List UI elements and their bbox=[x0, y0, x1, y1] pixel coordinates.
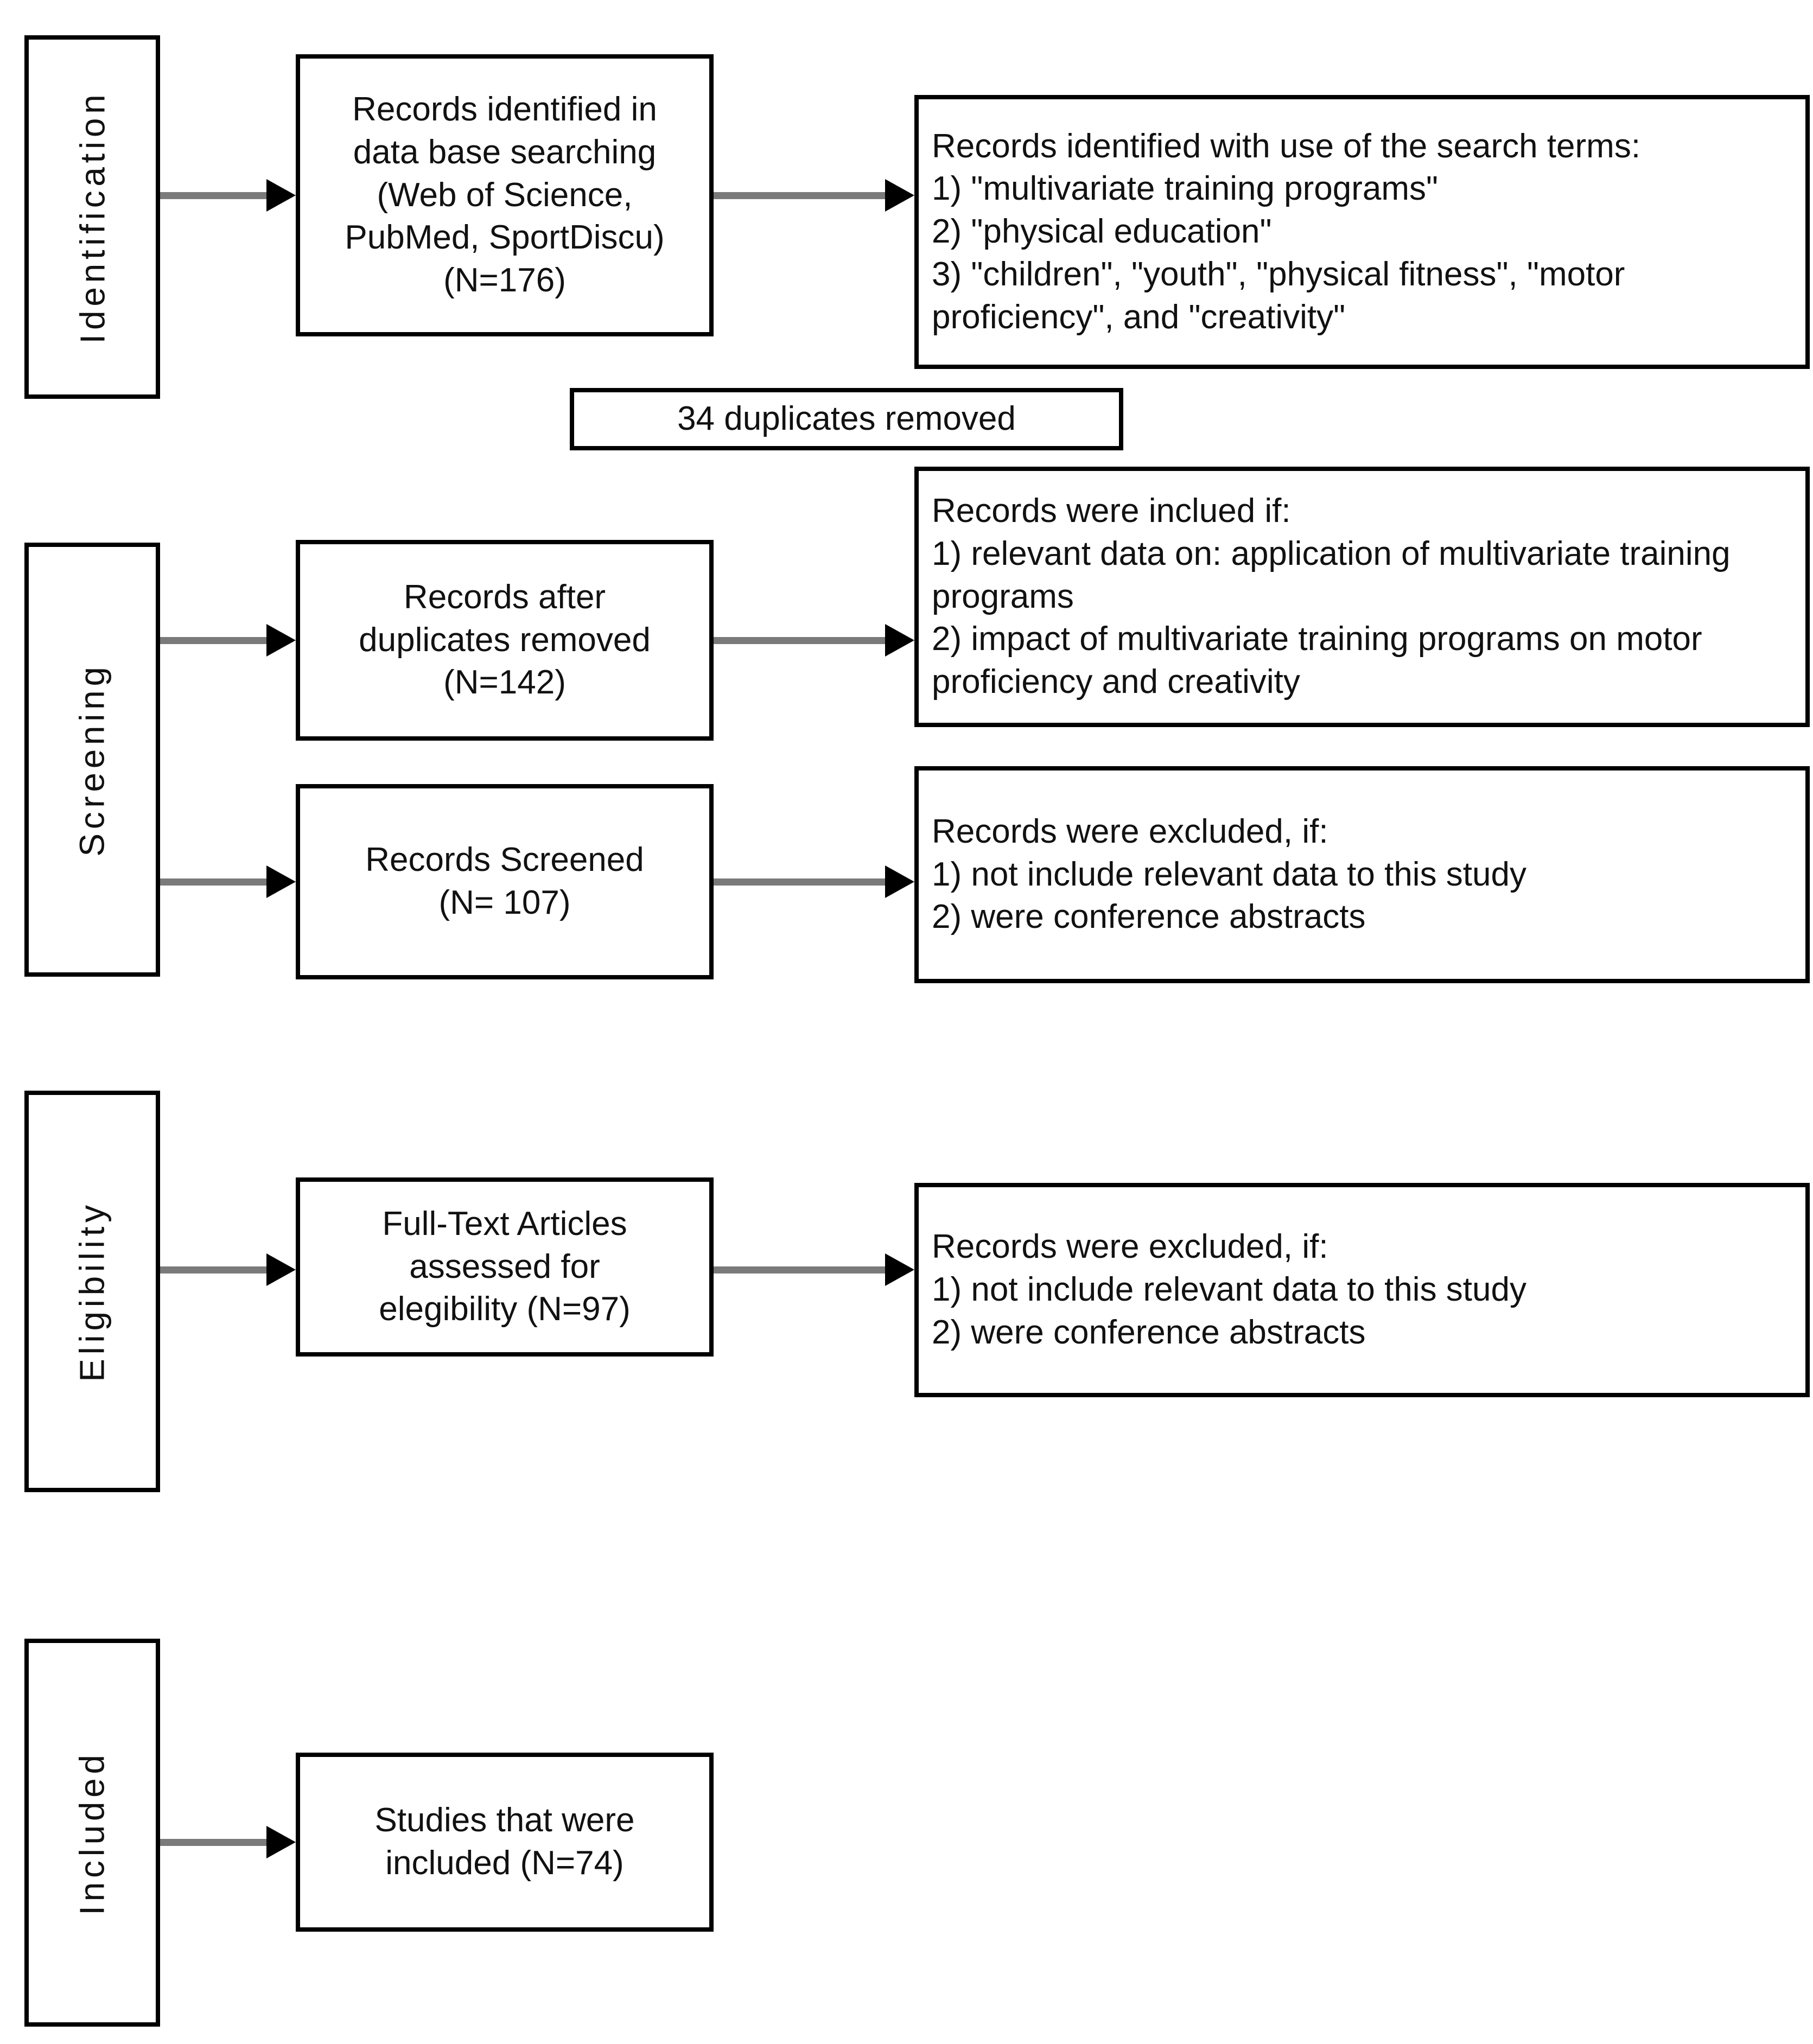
text-line: Studies that were bbox=[374, 1801, 635, 1839]
stage-identification: Identification bbox=[24, 35, 160, 399]
box-records-screened: Records Screened (N= 107) bbox=[296, 784, 714, 979]
stage-included-label: Included bbox=[73, 1750, 112, 1915]
arrow-head-icon bbox=[885, 1253, 914, 1286]
text-line: (N= 107) bbox=[438, 884, 571, 921]
box-inclusion-criteria: Records were inclued if: 1) relevant data… bbox=[914, 467, 1810, 727]
text-line: (N=176) bbox=[443, 262, 566, 300]
text-line: 2) "physical education" bbox=[932, 213, 1272, 251]
arrow-head-icon bbox=[266, 179, 296, 212]
arrow-shaft bbox=[714, 1266, 885, 1273]
arrow-shaft bbox=[714, 878, 885, 886]
arrow-head-icon bbox=[266, 1253, 296, 1286]
text-line: Records after bbox=[403, 578, 606, 616]
text-line: 1) "multivariate training programs" bbox=[932, 170, 1439, 208]
arrow-shaft bbox=[714, 636, 885, 644]
box-records-after-duplicates: Records after duplicates removed (N=142) bbox=[296, 540, 714, 741]
box-screening-exclusion-criteria: Records were excluded, if: 1) not include… bbox=[914, 766, 1810, 983]
box-records-identified: Records identified in data base searching… bbox=[296, 54, 714, 336]
arrow-records-identified-to-search-terms bbox=[714, 179, 914, 212]
text-line: data base searching bbox=[353, 133, 657, 171]
stage-eligibility: Eligibility bbox=[24, 1091, 160, 1492]
text-line: 1) not include relevant data to this stu… bbox=[932, 855, 1526, 893]
arrow-head-icon bbox=[266, 865, 296, 898]
text-line: 3) "children", "youth", "physical fitnes… bbox=[932, 255, 1625, 336]
stage-screening: Screening bbox=[24, 543, 160, 977]
arrow-head-icon bbox=[266, 1826, 296, 1858]
text-line: Records were excluded, if: bbox=[932, 1228, 1328, 1266]
arrow-shaft bbox=[160, 878, 266, 886]
stage-eligibility-label: Eligibility bbox=[73, 1201, 112, 1382]
text-line: Records Screened bbox=[365, 841, 644, 879]
text-line: Records identified in bbox=[352, 91, 657, 129]
arrow-records-after-duplicates-to-inclusion-criteria bbox=[714, 624, 914, 657]
text-line: 2) impact of multivariate training progr… bbox=[932, 620, 1702, 701]
text-line: 2) were conference abstracts bbox=[932, 898, 1366, 936]
text-line: PubMed, SportDiscu) bbox=[345, 219, 665, 257]
stage-identification-label: Identification bbox=[73, 90, 112, 344]
text-line: Records identified with use of the searc… bbox=[932, 127, 1641, 165]
arrow-head-icon bbox=[885, 865, 914, 898]
text-line: Full-Text Articles bbox=[382, 1205, 627, 1243]
arrow-included-to-studies-included bbox=[160, 1826, 296, 1858]
arrow-head-icon bbox=[885, 624, 914, 657]
text-line: Records were excluded, if: bbox=[932, 812, 1328, 850]
text-line: duplicates removed bbox=[359, 621, 651, 659]
arrow-eligibility-to-full-text bbox=[160, 1253, 296, 1286]
box-studies-included: Studies that were included (N=74) bbox=[296, 1753, 714, 1932]
text-line: (Web of Science, bbox=[377, 176, 633, 214]
text-line: 1) relevant data on: application of mult… bbox=[932, 534, 1731, 615]
arrow-head-icon bbox=[266, 624, 296, 657]
stage-included: Included bbox=[24, 1639, 160, 2027]
stage-screening-label: Screening bbox=[73, 663, 112, 857]
arrow-records-screened-to-screening-exclusion bbox=[714, 865, 914, 898]
text-line: assessed for bbox=[409, 1247, 600, 1285]
box-search-terms: Records identified with use of the searc… bbox=[914, 95, 1810, 369]
box-duplicates-removed: 34 duplicates removed bbox=[570, 388, 1123, 450]
text-line: 2) were conference abstracts bbox=[932, 1313, 1366, 1351]
text-line: (N=142) bbox=[443, 664, 566, 702]
arrow-shaft bbox=[714, 192, 885, 199]
arrow-shaft bbox=[160, 192, 266, 199]
duplicates-removed-text: 34 duplicates removed bbox=[677, 400, 1016, 438]
text-line: included (N=74) bbox=[385, 1844, 624, 1882]
box-eligibility-exclusion-criteria: Records were excluded, if: 1) not include… bbox=[914, 1183, 1810, 1397]
arrow-screening-to-records-screened bbox=[160, 865, 296, 898]
text-line: elegibility (N=97) bbox=[379, 1290, 631, 1328]
arrow-shaft bbox=[160, 1838, 266, 1846]
arrow-shaft bbox=[160, 636, 266, 644]
arrow-identification-to-records-identified bbox=[160, 179, 296, 212]
text-line: Records were inclued if: bbox=[932, 492, 1291, 530]
box-full-text-assessed: Full-Text Articles assessed for elegibilit… bbox=[296, 1177, 714, 1357]
arrow-head-icon bbox=[885, 179, 914, 212]
arrow-shaft bbox=[160, 1266, 266, 1273]
text-line: 1) not include relevant data to this stu… bbox=[932, 1271, 1526, 1309]
arrow-full-text-to-eligibility-exclusion bbox=[714, 1253, 914, 1286]
arrow-screening-to-records-after-duplicates bbox=[160, 624, 296, 657]
